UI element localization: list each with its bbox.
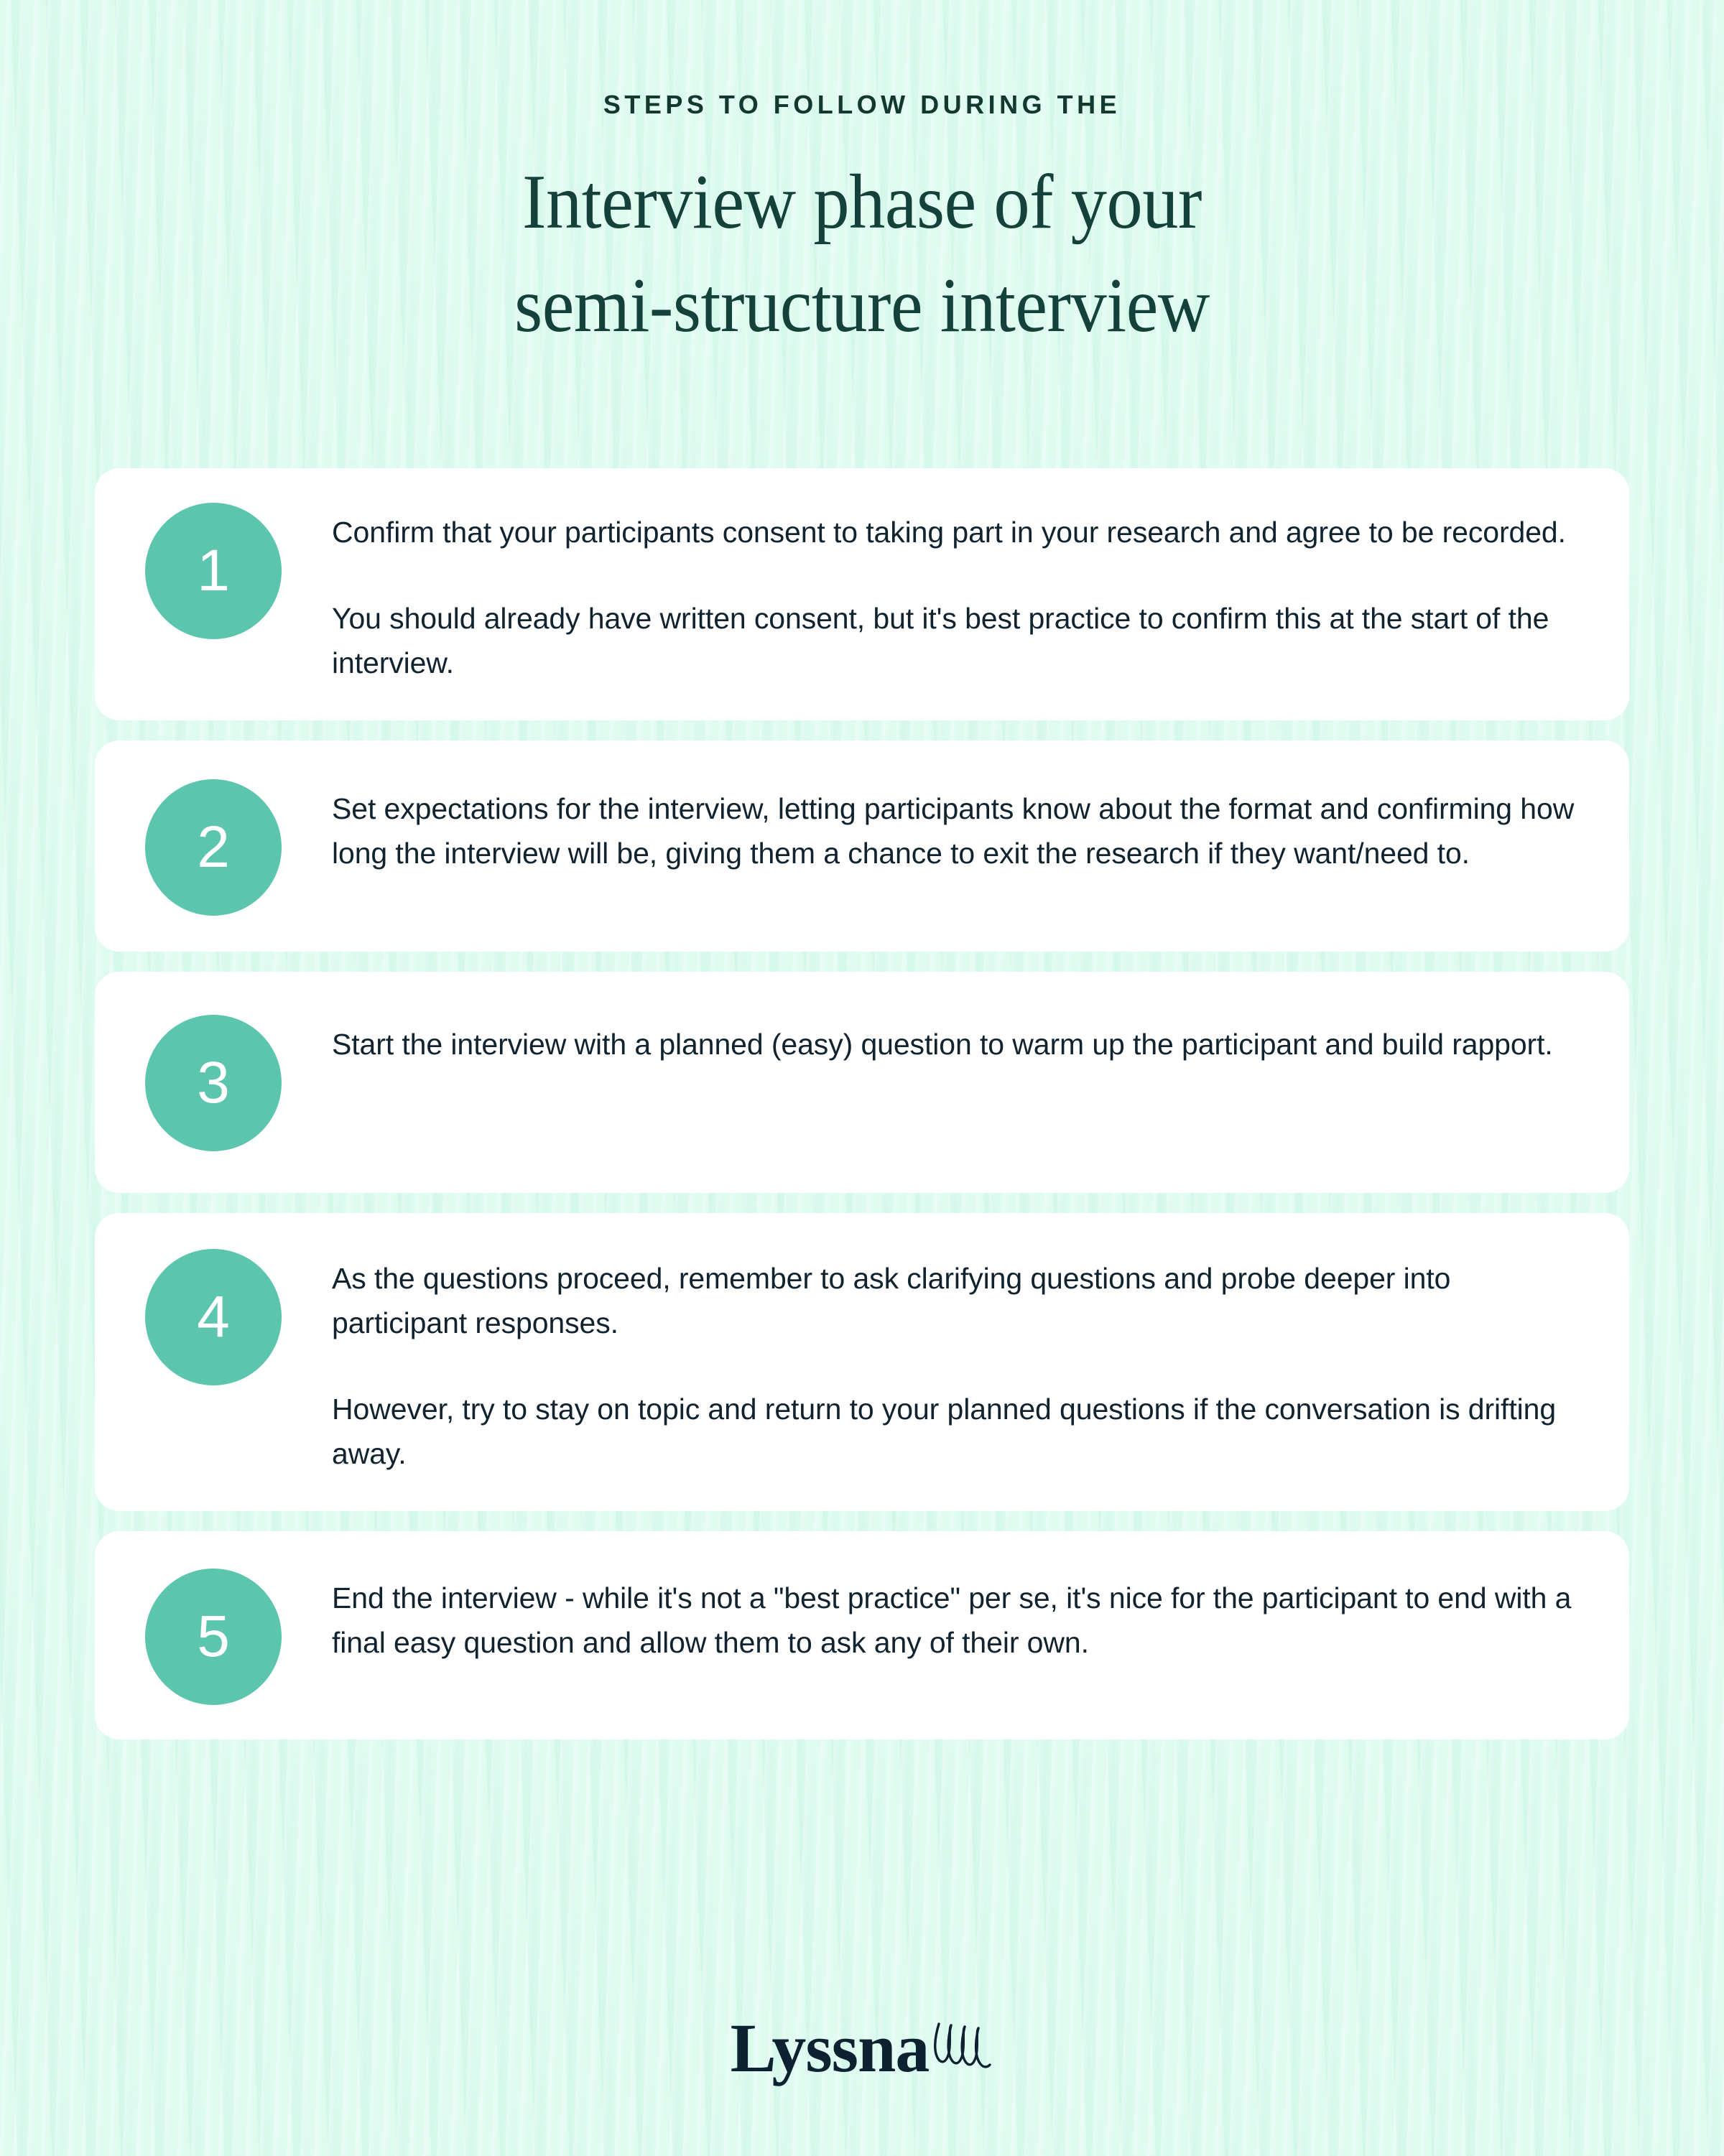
step-paragraph: As the questions proceed, remember to as… xyxy=(332,1261,1451,1339)
step-paragraph: End the interview - while it's not a "be… xyxy=(332,1581,1572,1660)
page-title: Interview phase of your semi-structure i… xyxy=(60,151,1664,357)
step-badge-wrap: 5 xyxy=(145,1563,332,1705)
header: STEPS TO FOLLOW DURING THE Interview pha… xyxy=(0,0,1724,357)
step-card: 2 Set expectations for the interview, le… xyxy=(95,740,1629,952)
steps-list: 1 Confirm that your participants consent… xyxy=(95,409,1629,1739)
step-paragraph: Start the interview with a planned (easy… xyxy=(332,1027,1553,1061)
step-paragraph: You should already have written consent,… xyxy=(332,601,1549,680)
step-content: Set expectations for the interview, lett… xyxy=(332,773,1586,876)
step-number-badge: 5 xyxy=(145,1568,282,1705)
footer: Lyssna xyxy=(0,1941,1724,2156)
step-badge-wrap: 4 xyxy=(145,1243,332,1385)
step-card: 5 End the interview - while it's not a "… xyxy=(95,1530,1629,1739)
step-badge-wrap: 1 xyxy=(145,497,332,639)
step-card: 4 As the questions proceed, remember to … xyxy=(95,1212,1629,1511)
page-title-line-2: semi-structure interview xyxy=(514,262,1210,348)
step-badge-wrap: 3 xyxy=(145,1009,332,1151)
step-content: As the questions proceed, remember to as… xyxy=(332,1243,1586,1477)
eyebrow-label: STEPS TO FOLLOW DURING THE xyxy=(603,90,1121,119)
step-paragraph: Confirm that your participants consent t… xyxy=(332,515,1566,549)
step-paragraph: Set expectations for the interview, lett… xyxy=(332,791,1575,870)
step-card: 3 Start the interview with a planned (ea… xyxy=(95,971,1629,1193)
step-number-badge: 3 xyxy=(145,1014,282,1151)
step-card: 1 Confirm that your participants consent… xyxy=(95,468,1629,720)
step-number-badge: 1 xyxy=(145,502,282,639)
step-number-badge: 4 xyxy=(145,1248,282,1385)
step-content: Confirm that your participants consent t… xyxy=(332,497,1586,686)
step-badge-wrap: 2 xyxy=(145,773,332,916)
step-content: Start the interview with a planned (easy… xyxy=(332,1009,1586,1067)
lyssna-logo: Lyssna xyxy=(731,2014,994,2083)
squiggle-loops-icon xyxy=(934,2022,992,2068)
step-paragraph: However, try to stay on topic and return… xyxy=(332,1393,1557,1471)
page-title-line-1: Interview phase of your xyxy=(522,159,1202,245)
lyssna-wordmark: Lyssna xyxy=(730,2009,930,2086)
step-number-badge: 2 xyxy=(145,779,282,916)
step-content: End the interview - while it's not a "be… xyxy=(332,1563,1586,1665)
